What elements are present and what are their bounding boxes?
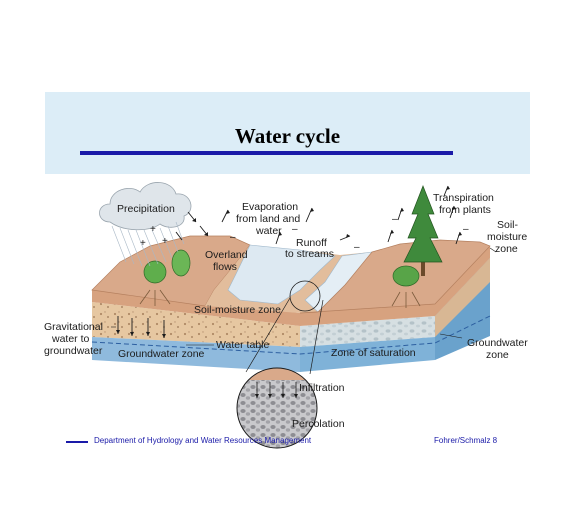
vegetation [139,185,443,308]
label-zone-of-saturation: Zone of saturation [331,347,416,359]
slide-title: Water cycle [234,124,341,148]
label-groundwater-zone: Groundwater zone [118,348,205,360]
label-evaporation-3: water [255,225,282,237]
label-gravitational-1: Gravitational [44,321,103,333]
label-transpiration-2: from plants [439,204,491,216]
title-underline [80,151,453,155]
shrub [171,249,191,277]
label-evaporation-1: Evaporation [242,201,298,213]
shrub [143,260,167,284]
rain-streaks [111,221,185,267]
label-soil-zone-2: moisture [487,231,527,243]
label-percolation: Percolation [292,418,345,430]
title-banner [45,92,530,174]
label-overland-2: flows [213,261,237,273]
label-groundwater-zone-right-2: zone [486,349,509,361]
precipitation-cloud [99,182,192,267]
label-runoff-2: to streams [285,248,334,260]
label-transpiration-1: Transpiration [433,192,494,204]
shrub [392,265,420,287]
footer-department: Department of Hydrology and Water Resour… [94,436,312,445]
magnifier-source-ring [289,280,321,312]
label-soil-zone-1: Soil- [497,219,519,231]
block-right-face-soil [435,258,490,337]
leader-lines [111,247,497,346]
roots [139,289,421,308]
label-infiltration: Infiltration [299,382,345,394]
svg-text:–: – [463,224,469,235]
cloud-icon [99,182,192,231]
sign-marks: + + + – – – – – [140,214,469,253]
land-surface [91,235,491,314]
label-soil-moisture-zone: Soil-moisture zone [194,304,281,316]
label-evaporation-2: from land and [236,213,300,225]
footer-page-number: Fohrer/Schmalz 8 [434,436,498,445]
label-groundwater-zone-right-1: Groundwater [467,337,528,349]
ground-block [91,246,491,372]
soil-layer-front-right [300,316,435,347]
svg-text:–: – [354,242,360,253]
soil-moisture-band [92,246,490,326]
svg-text:+: + [162,236,168,247]
footer-rule [66,441,88,443]
svg-text:+: + [140,238,146,249]
svg-text:–: – [230,232,236,243]
svg-text:+: + [150,224,156,235]
label-soil-zone-3: zone [495,243,518,255]
arrow-heads [116,186,462,338]
magnifier-lens [236,367,318,449]
svg-text:–: – [392,214,398,225]
label-precipitation: Precipitation [117,203,175,215]
soil-layer-front [92,302,300,347]
stream [227,244,336,305]
label-runoff-1: Runoff [296,237,327,249]
label-gravitational-3: groundwater [44,345,103,357]
tree-trunk [421,250,425,276]
label-gravitational-2: water to [51,333,90,345]
groundwater-front [92,337,300,372]
water-table-line [91,315,491,355]
label-overland-1: Overland [205,249,248,261]
svg-text:–: – [292,224,298,235]
groundwater-front-right [300,337,435,372]
conifer-tree [403,185,443,263]
label-water-table: Water table [216,339,269,351]
